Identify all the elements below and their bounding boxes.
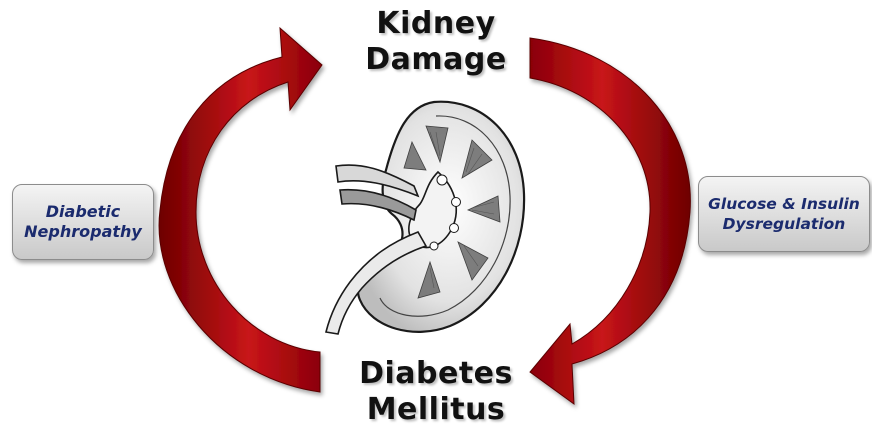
- right-curved-arrow: [530, 38, 690, 404]
- diabetes-mellitus-line1: Diabetes: [330, 356, 542, 392]
- glucose-insulin-line2: Dysregulation: [723, 214, 846, 234]
- kidney-illustration: [322, 92, 532, 342]
- kidney-damage-label: Kidney Damage: [330, 6, 542, 78]
- glucose-insulin-box: Glucose & Insulin Dysregulation: [698, 176, 870, 252]
- diabetic-nephropathy-line1: Diabetic: [46, 202, 120, 222]
- diabetes-mellitus-line2: Mellitus: [330, 392, 542, 428]
- glucose-insulin-line1: Glucose & Insulin: [708, 194, 860, 214]
- left-curved-arrow: [159, 28, 322, 392]
- diabetic-nephropathy-box: Diabetic Nephropathy: [12, 184, 154, 260]
- diabetic-nephropathy-line2: Nephropathy: [24, 222, 142, 242]
- kidney-damage-line2: Damage: [330, 42, 542, 78]
- diabetes-mellitus-label: Diabetes Mellitus: [330, 356, 542, 428]
- kidney-damage-line1: Kidney: [330, 6, 542, 42]
